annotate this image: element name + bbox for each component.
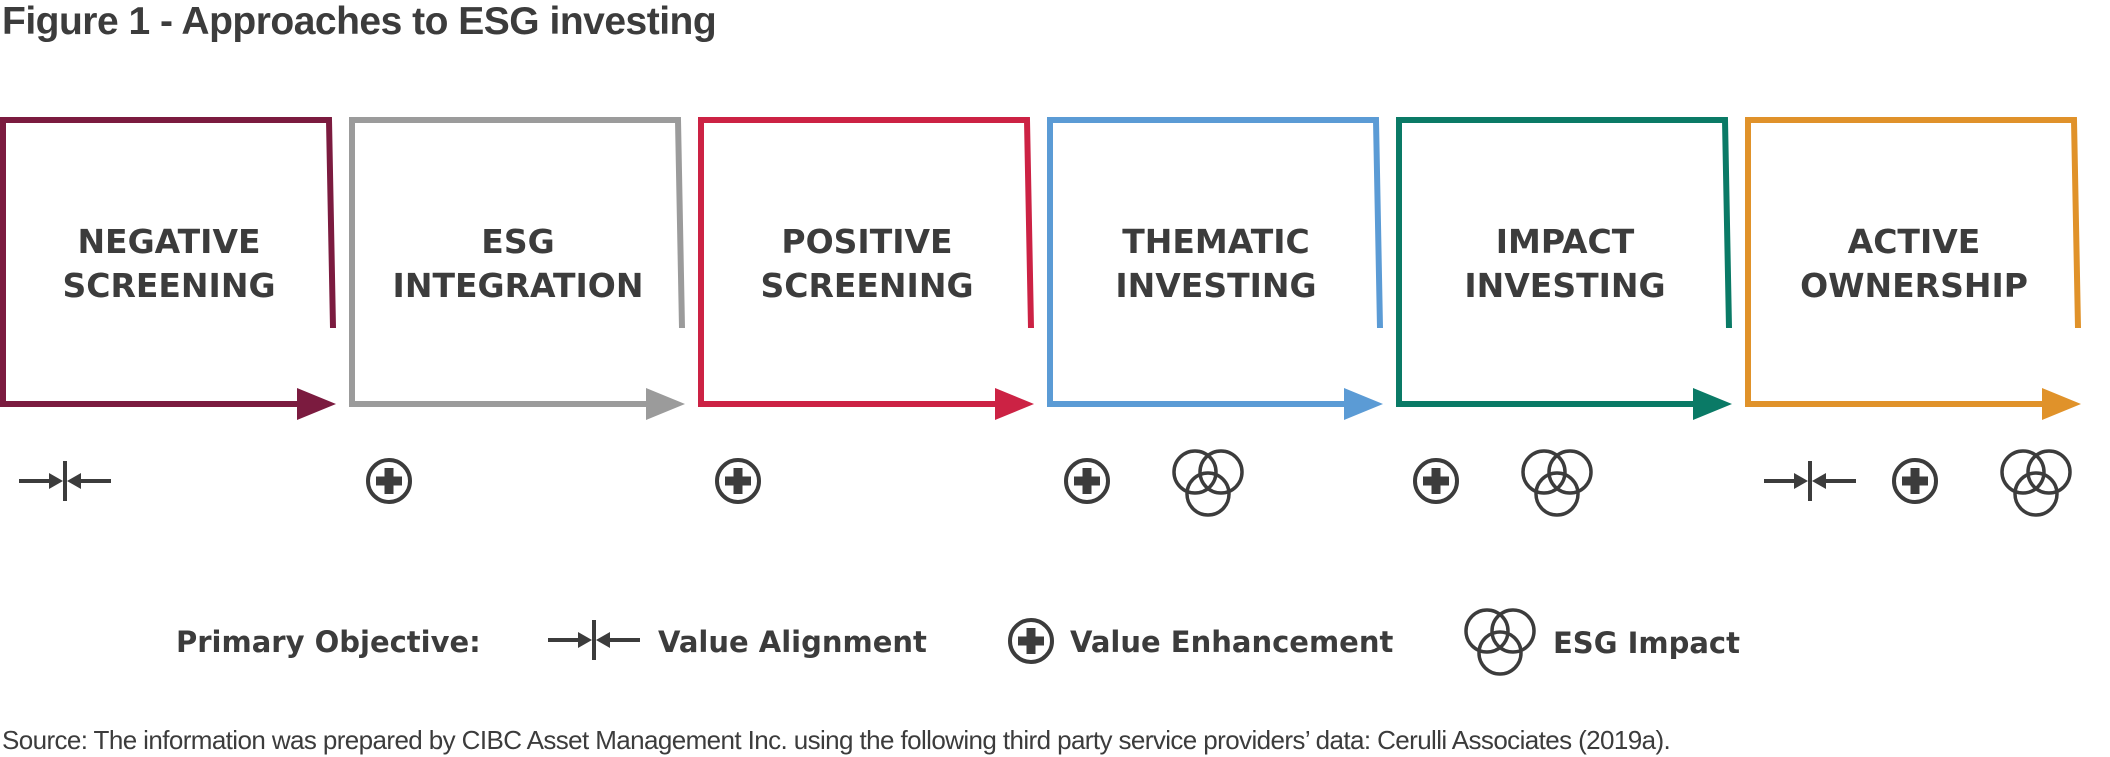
approach-label-line2: OWNERSHIP: [1800, 266, 2028, 305]
approach-box-arrow: [995, 388, 1034, 420]
approach-label-line1: POSITIVE: [781, 222, 952, 261]
approach-box: ACTIVE OWNERSHIP: [1745, 117, 2081, 420]
approach-box-outline: [1396, 117, 1732, 407]
figure-title: Figure 1 - Approaches to ESG investing: [2, 0, 717, 43]
approach-box-outline: [349, 117, 685, 407]
approach-label-line2: INVESTING: [1464, 266, 1665, 305]
approach-box: IMPACT INVESTING: [1396, 117, 1732, 420]
source-note: Source: The information was prepared by …: [2, 725, 1671, 755]
approach-label-line1: ACTIVE: [1848, 222, 1981, 261]
approach-box-outline: [1047, 117, 1383, 407]
value-alignment-icon: [17, 459, 113, 503]
approach-box-outline: [1745, 117, 2081, 407]
esg-impact-icon: [2000, 449, 2072, 517]
objective-icons: [17, 449, 2072, 517]
legend-item-value-alignment: Value Alignment: [546, 618, 927, 662]
legend-label-value-enhancement: Value Enhancement: [1070, 625, 1393, 659]
approach-box-arrow: [2042, 388, 2081, 420]
approach-box-outline: [698, 117, 1034, 407]
approach-box: THEMATIC INVESTING: [1047, 117, 1383, 420]
approach-box: ESG INTEGRATION: [349, 117, 685, 420]
approach-box-arrow: [646, 388, 685, 420]
value-alignment-icon: [1762, 459, 1858, 503]
value-enhancement-icon: [1064, 458, 1110, 504]
value-alignment-icon: [546, 618, 642, 662]
legend: Primary Objective: Value Alignment Value…: [176, 608, 1740, 676]
esg-impact-icon: [1464, 608, 1536, 676]
approach-box-outline: [0, 117, 336, 407]
value-enhancement-icon: [715, 458, 761, 504]
approach-label-line1: THEMATIC: [1122, 222, 1310, 261]
approach-label-line1: ESG: [481, 222, 554, 261]
approach-box: POSITIVE SCREENING: [698, 117, 1034, 420]
approach-box-arrow: [1693, 388, 1732, 420]
legend-item-value-enhancement: Value Enhancement: [1008, 618, 1393, 664]
legend-item-esg-impact: ESG Impact: [1464, 608, 1740, 676]
legend-label-value-alignment: Value Alignment: [658, 625, 927, 659]
esg-impact-icon: [1521, 449, 1593, 517]
approach-boxes: NEGATIVE SCREENING ESG INTEGRATION POSITIVE S…: [0, 117, 2081, 420]
approach-label-line2: INTEGRATION: [393, 266, 644, 305]
legend-label-esg-impact: ESG Impact: [1553, 626, 1740, 660]
approach-label-line2: INVESTING: [1115, 266, 1316, 305]
approach-box-arrow: [297, 388, 336, 420]
value-enhancement-icon: [1413, 458, 1459, 504]
approach-box-arrow: [1344, 388, 1383, 420]
value-enhancement-icon: [366, 458, 412, 504]
approach-box: NEGATIVE SCREENING: [0, 117, 336, 420]
value-enhancement-icon: [1892, 458, 1938, 504]
approach-label-line1: IMPACT: [1496, 222, 1635, 261]
value-enhancement-icon: [1008, 618, 1054, 664]
approach-label-line2: SCREENING: [760, 266, 973, 305]
esg-impact-icon: [1172, 449, 1244, 517]
approach-label-line1: NEGATIVE: [77, 222, 260, 261]
legend-heading: Primary Objective:: [176, 625, 481, 659]
approach-label-line2: SCREENING: [62, 266, 275, 305]
